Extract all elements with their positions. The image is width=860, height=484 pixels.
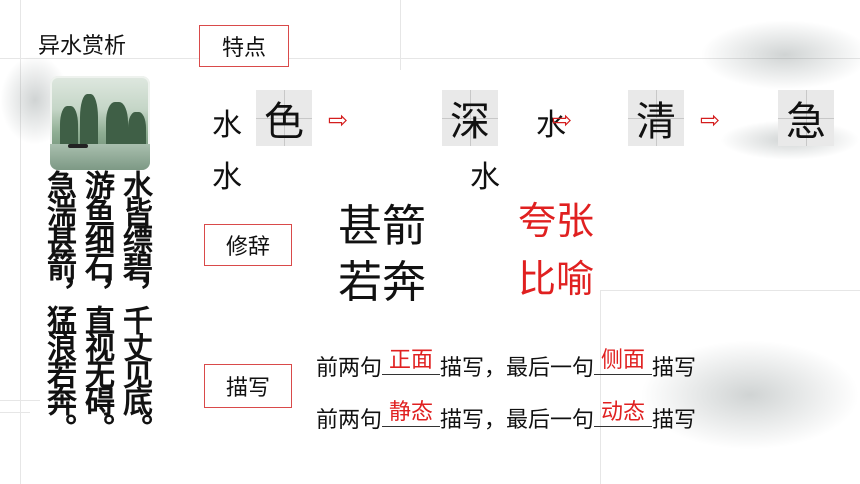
description-label: 描写 — [204, 364, 292, 408]
water-char: 水 — [536, 108, 566, 143]
answer-blank: 侧面 — [594, 342, 653, 375]
rhetoric-device-2: 比喻 — [518, 257, 595, 301]
rhetoric-phrase-2: 若奔 — [338, 257, 426, 308]
water-char: 水 — [212, 108, 242, 143]
decorative-line — [0, 412, 30, 413]
decorative-line — [20, 0, 21, 484]
feature-label-text: 特点 — [221, 36, 266, 61]
arrow-right-icon: ⇨ — [552, 106, 573, 134]
water-char: 水 — [470, 160, 500, 195]
description-line-1: 前两句正面描写，最后一句侧面描写 — [316, 348, 696, 383]
character-fast: 急 — [778, 90, 834, 146]
decorative-line — [600, 290, 860, 291]
arrow-right-icon: ⇨ — [700, 106, 721, 134]
character-deep: 深 — [442, 90, 498, 146]
character-clear: 清 — [628, 90, 684, 146]
ink-mountain-decoration — [700, 20, 860, 90]
decorative-line — [600, 290, 601, 484]
decorative-line — [400, 0, 401, 70]
feature-label: 特点 — [199, 25, 289, 67]
answer-blank: 动态 — [594, 394, 653, 427]
description-label-text: 描写 — [225, 376, 270, 401]
answer-blank: 正面 — [382, 342, 441, 375]
boat-icon — [68, 144, 88, 148]
description-line-2: 前两句静态描写，最后一句动态描写 — [316, 400, 696, 435]
page-title: 异水赏析 — [38, 34, 127, 59]
rhetoric-phrase-1: 甚箭 — [338, 201, 426, 252]
arrow-right-icon: ⇨ — [328, 106, 349, 134]
rhetoric-label: 修辞 — [204, 224, 292, 266]
decorative-line — [0, 400, 40, 401]
poem-column-1: 水皆缥碧，千丈见底。 — [117, 170, 152, 440]
water-char: 水 — [212, 160, 242, 195]
answer-blank: 静态 — [382, 394, 441, 427]
landscape-painting-image — [50, 76, 150, 170]
rhetoric-label-text: 修辞 — [225, 235, 270, 260]
ink-mountain-decoration — [640, 340, 860, 450]
poem-column-2: 游鱼细石，直视无碍。 — [79, 170, 114, 440]
poem-column-3: 急湍甚箭，猛浪若奔。 — [41, 170, 76, 440]
rhetoric-device-1: 夸张 — [518, 199, 595, 243]
character-color: 色 — [256, 90, 312, 146]
decorative-line — [0, 58, 860, 59]
